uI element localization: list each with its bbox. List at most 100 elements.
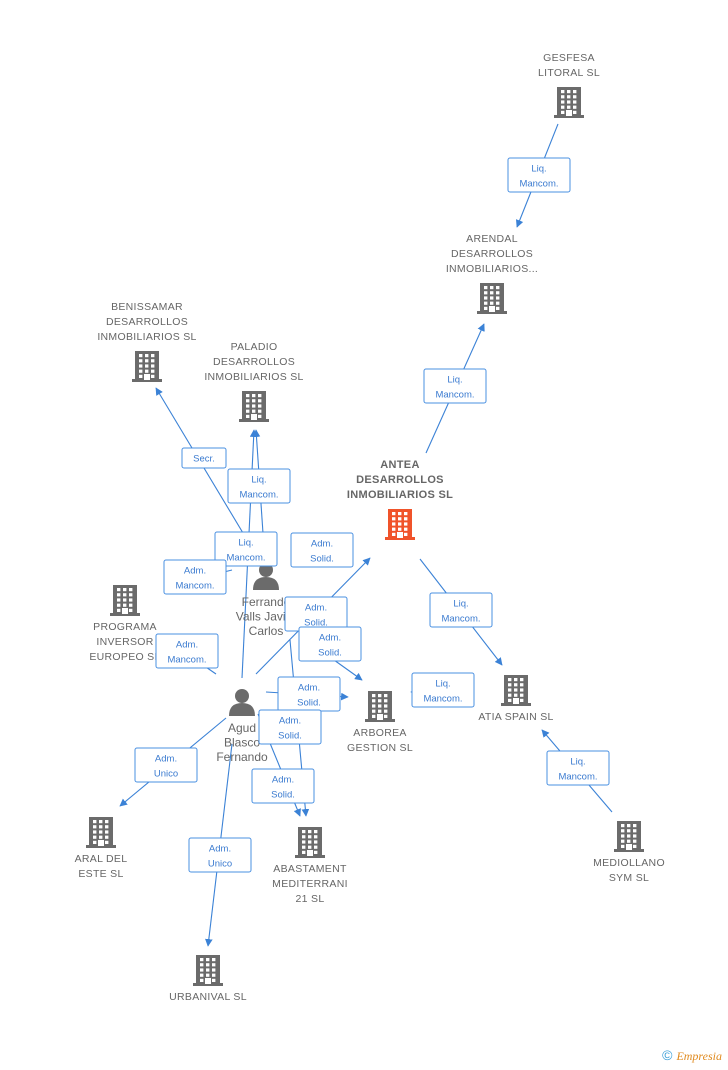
- building-icon: [385, 509, 415, 540]
- edge-label-box: [227, 468, 291, 504]
- edge-label-box: [546, 750, 610, 786]
- edge-label[interactable]: Liq.Mancom.: [214, 531, 278, 567]
- edge-label-box: [423, 368, 487, 404]
- edge-label-text: Adm.: [319, 633, 341, 644]
- edge-label[interactable]: Adm.Solid.: [298, 626, 362, 662]
- brand-name: Empresia: [676, 1049, 722, 1063]
- edge-label-text: Adm.: [272, 775, 294, 786]
- person-icon: [253, 563, 279, 590]
- node-label: URBANIVAL SL: [169, 991, 247, 1003]
- edge-label-text: Liq.: [447, 375, 462, 386]
- node-label: EUROPEO SL: [89, 651, 160, 663]
- edge-label-text: Adm.: [209, 844, 231, 855]
- node-label: DESARROLLOS: [106, 316, 188, 328]
- edge-label-text: Mancom.: [423, 694, 462, 705]
- edge-label-text: Liq.: [251, 475, 266, 486]
- building-icon: [132, 351, 162, 382]
- edge-label-box: [188, 837, 252, 873]
- node-label: PROGRAMA: [93, 621, 157, 633]
- edge-label[interactable]: Liq.Mancom.: [423, 368, 487, 404]
- edge-label-box: [429, 592, 493, 628]
- node-label: ARBOREA: [353, 727, 406, 739]
- edge-label-box: [155, 633, 219, 669]
- node-label: 21 SL: [296, 893, 325, 905]
- node-label: Agud: [228, 721, 256, 735]
- edge-label-box: [163, 559, 227, 595]
- node-atia[interactable]: ATIA SPAIN SL: [478, 675, 553, 723]
- building-icon: [86, 817, 116, 848]
- edge-label[interactable]: Adm. Solid.: [258, 709, 322, 745]
- node-label: MEDIOLLANO: [593, 857, 665, 869]
- node-label: INMOBILIARIOS...: [446, 263, 538, 275]
- building-icon: [295, 827, 325, 858]
- edge-label[interactable]: Liq.Mancom.: [429, 592, 493, 628]
- edge-label[interactable]: Adm.Mancom.: [155, 633, 219, 669]
- edge-label-text: Mancom.: [175, 581, 214, 592]
- node-label: DESARROLLOS: [356, 474, 444, 486]
- node-label: INMOBILIARIOS SL: [204, 371, 303, 383]
- edge-label-text: Unico: [154, 769, 178, 780]
- edge-label-text: Adm.: [184, 566, 206, 577]
- edge-label[interactable]: Adm.Unico: [134, 747, 198, 783]
- node-label: LITORAL SL: [538, 67, 600, 79]
- edge-label-text: Secr.: [193, 454, 215, 465]
- edge-label-text: Adm.: [311, 539, 333, 550]
- edge-label-text: Unico: [208, 859, 232, 870]
- node-programa[interactable]: PROGRAMA INVERSOR EUROPEO SL: [89, 585, 160, 663]
- edge-label[interactable]: Secr.: [181, 447, 227, 469]
- node-label: Ferrando: [242, 595, 291, 609]
- building-icon: [193, 955, 223, 986]
- node-urbanival[interactable]: URBANIVAL SL: [169, 955, 247, 1003]
- node-label: ABASTAMENT: [273, 863, 347, 875]
- edge-label-box: [411, 672, 475, 708]
- edge-label[interactable]: Adm.Solid.: [251, 768, 315, 804]
- edge-label-box: [290, 532, 354, 568]
- edge-label[interactable]: Adm. Mancom.: [163, 559, 227, 595]
- edge-label[interactable]: Liq. Mancom.: [411, 672, 475, 708]
- edge-label-text: Mancom.: [226, 553, 265, 564]
- node-label: ARENDAL: [466, 233, 518, 245]
- edge-label-text: Mancom.: [167, 655, 206, 666]
- node-label: PALADIO: [231, 341, 278, 353]
- edge-label[interactable]: Adm.Solid.: [277, 676, 341, 712]
- edge-label[interactable]: Adm. Unico: [188, 837, 252, 873]
- edge-label-box: [507, 157, 571, 193]
- node-label: DESARROLLOS: [451, 248, 533, 260]
- node-label: INVERSOR: [96, 636, 153, 648]
- edge-label-text: Liq.: [435, 679, 450, 690]
- edge-label[interactable]: Liq.Mancom.: [227, 468, 291, 504]
- node-arendal[interactable]: ARENDAL DESARROLLOS INMOBILIARIOS...: [446, 233, 538, 314]
- edges-layer: [119, 123, 613, 947]
- edge-labels-layer: Liq. Mancom. Liq. Mancom. Secr. Liq. Mancom. Li…: [134, 157, 610, 873]
- edge-label[interactable]: Liq.Mancom.: [507, 157, 571, 193]
- edge-label-text: Solid.: [278, 731, 302, 742]
- edge-label-text: Mancom.: [519, 179, 558, 190]
- edge-label-text: Mancom.: [558, 772, 597, 783]
- node-label: ANTEA: [380, 459, 419, 471]
- node-label: INMOBILIARIOS SL: [97, 331, 196, 343]
- edge-label-text: Liq.: [570, 757, 585, 768]
- edge-label[interactable]: Adm.Solid.: [284, 596, 348, 632]
- building-icon: [477, 283, 507, 314]
- building-icon: [501, 675, 531, 706]
- edge-label-box: [251, 768, 315, 804]
- edge-label[interactable]: Adm.Solid.: [290, 532, 354, 568]
- edge-label-text: Adm.: [279, 716, 301, 727]
- building-icon: [614, 821, 644, 852]
- edge-label[interactable]: Liq. Mancom.: [546, 750, 610, 786]
- node-label: Fernando: [216, 750, 268, 764]
- edge-label-text: Solid.: [297, 698, 321, 709]
- node-label: ESTE SL: [78, 868, 123, 880]
- footer-brand[interactable]: ©Empresia: [662, 1047, 722, 1064]
